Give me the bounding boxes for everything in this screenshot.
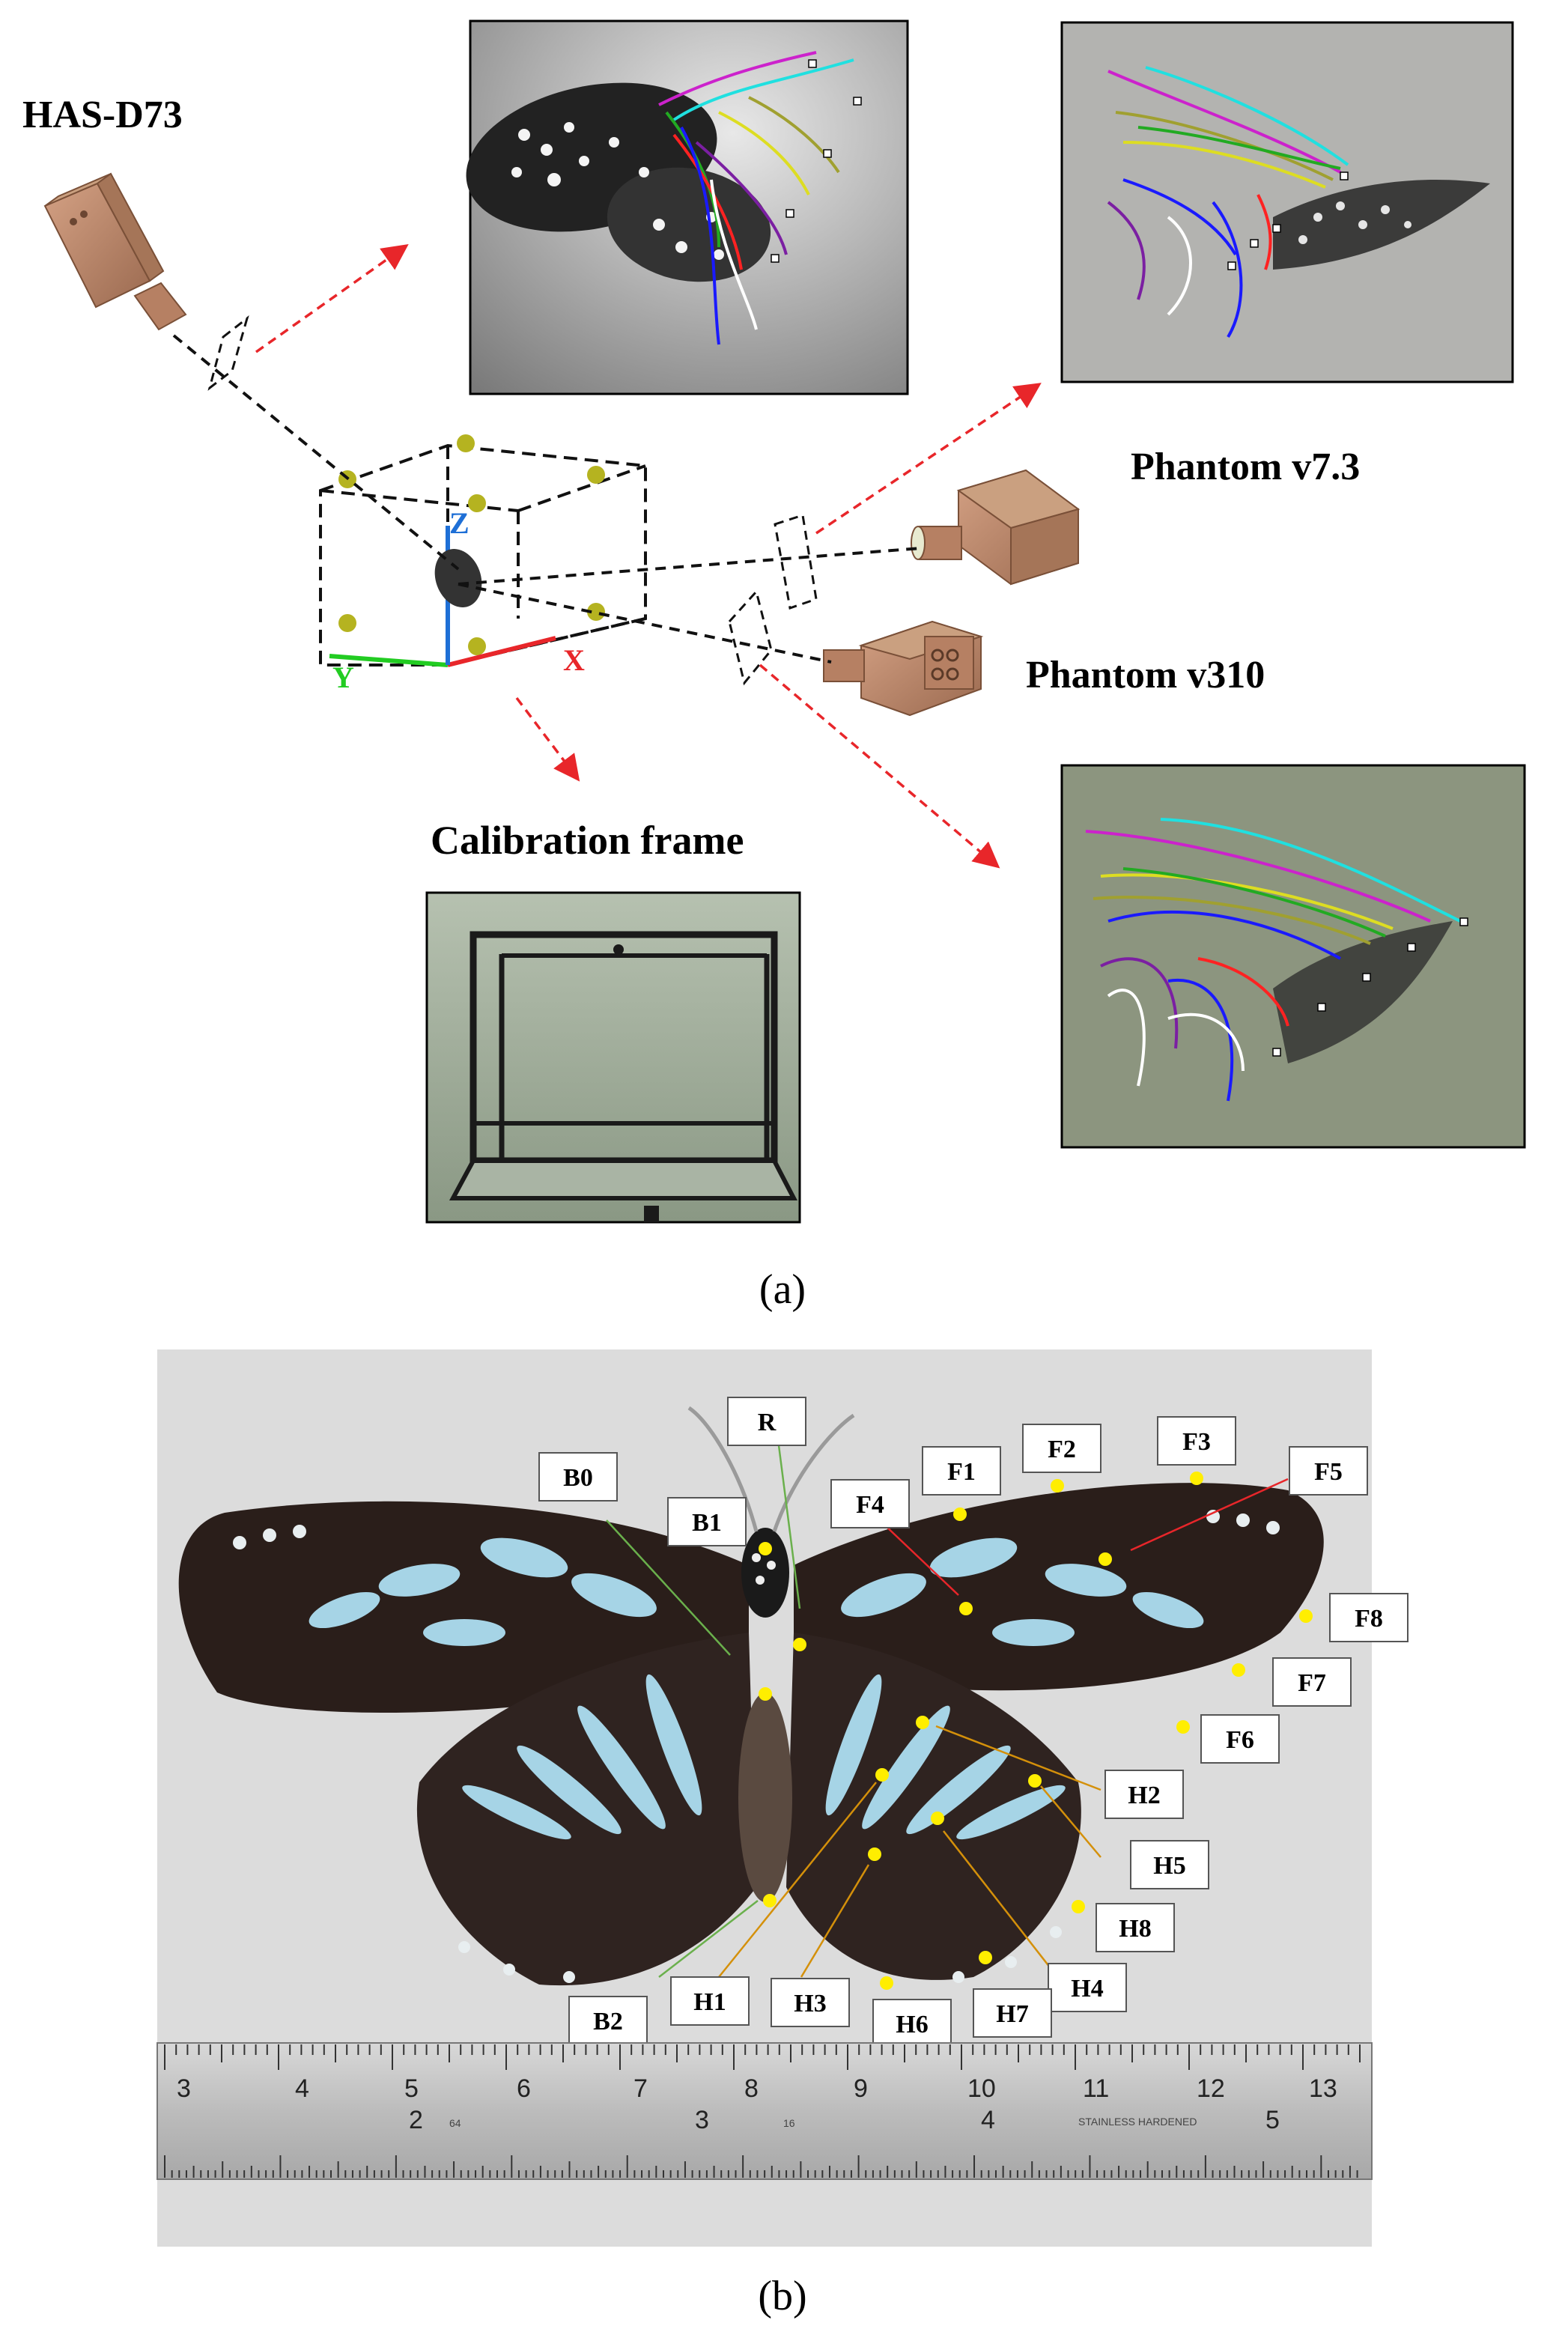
ruler-top-3: 3	[177, 2074, 191, 2103]
ruler-bottom-5: 5	[1265, 2106, 1280, 2134]
point-labels: R B0 B1 B2 F1 F2 F3 F4 F5 F6 F7 F8 H1 H2…	[538, 1397, 1409, 2048]
butterfly	[178, 1406, 1324, 1986]
label-b2: B2	[593, 2008, 623, 2035]
label-box-h4: H4	[1048, 1963, 1127, 2012]
label-f3: F3	[1182, 1428, 1211, 1456]
ruler-ticks	[164, 2044, 1361, 2178]
ruler-top-13: 13	[1309, 2074, 1337, 2103]
image-planes	[207, 315, 818, 686]
specimen-butterfly	[434, 549, 482, 607]
ruler-stainless: STAINLESS HARDENED	[1078, 2116, 1197, 2128]
panel-b: R B0 B1 B2 F1 F2 F3 F4 F5 F6 F7 F8 H1 H2…	[157, 1349, 1409, 2319]
label-box-f3: F3	[1157, 1416, 1236, 1466]
ruler-top-5: 5	[404, 2074, 419, 2103]
ruler-top-10: 10	[967, 2074, 996, 2103]
label-box-f2: F2	[1022, 1424, 1101, 1473]
label-h3: H3	[794, 1990, 826, 2017]
has-video-frame	[466, 19, 909, 395]
label-b0: B0	[563, 1464, 593, 1492]
ruler-bottom-2: 2	[409, 2106, 423, 2134]
ruler-bottom-labels: 2 3 4 5	[409, 2106, 1280, 2134]
label-box-h2: H2	[1104, 1770, 1184, 1819]
red-arrows	[255, 243, 1042, 869]
phantom-v73-video-frame	[1060, 21, 1514, 383]
caption-b: (b)	[758, 2273, 806, 2319]
label-h8: H8	[1119, 1915, 1151, 1943]
label-box-r: R	[727, 1397, 806, 1446]
calibration-marker-dots	[338, 434, 605, 655]
ruler-top-4: 4	[295, 2074, 309, 2103]
label-box-h5: H5	[1130, 1840, 1209, 1889]
ruler-mark-16: 16	[783, 2117, 795, 2129]
label-h5: H5	[1153, 1852, 1185, 1880]
camera-has-d73-icon	[43, 172, 187, 331]
label-box-h8: H8	[1096, 1903, 1175, 1952]
label-box-f8: F8	[1329, 1593, 1409, 1642]
label-box-h1: H1	[670, 1976, 750, 2026]
label-b1: B1	[692, 1509, 722, 1537]
ruler-top-11: 11	[1083, 2074, 1109, 2103]
axis-label-z: Z	[449, 506, 470, 540]
label-h1: H1	[693, 1988, 726, 2016]
label-f8: F8	[1355, 1605, 1383, 1633]
axis-y-line	[329, 654, 449, 667]
label-f6: F6	[1226, 1726, 1254, 1754]
label-f7: F7	[1298, 1669, 1326, 1697]
label-box-f7: F7	[1272, 1657, 1352, 1707]
ruler-bottom-3: 3	[695, 2106, 709, 2134]
ruler-top-7: 7	[633, 2074, 648, 2103]
label-box-h7: H7	[973, 1988, 1052, 2038]
label-phantom-v73: Phantom v7.3	[1131, 446, 1360, 488]
ruler-top-labels: 3 4 5 6 7 8 9 10 11 12 13	[177, 2074, 1337, 2103]
label-box-f5: F5	[1289, 1446, 1368, 1496]
ruler-top-8: 8	[744, 2074, 759, 2103]
camera-phantom-v310-icon	[823, 620, 984, 717]
label-box-h6: H6	[872, 1999, 952, 2048]
pointer-arrows	[606, 1445, 1289, 1985]
ruler: 3 4 5 6 7 8 9 10 11 12 13 2 3 4 5 64 16	[157, 2042, 1373, 2180]
label-h4: H4	[1071, 1975, 1103, 2003]
calibration-frame-photo	[425, 891, 801, 1224]
label-box-h3: H3	[771, 1978, 850, 2027]
label-box-b2: B2	[568, 1996, 648, 2045]
ruler-top-9: 9	[854, 2074, 868, 2103]
label-calibration-frame: Calibration frame	[431, 818, 744, 863]
tracking-points	[759, 1472, 1313, 1990]
label-h7: H7	[996, 2000, 1028, 2028]
ruler-top-12: 12	[1197, 2074, 1225, 2103]
ruler-bottom-4: 4	[981, 2106, 995, 2134]
camera-phantom-v73-icon	[911, 469, 1081, 586]
label-f1: F1	[947, 1458, 976, 1486]
label-r: R	[758, 1409, 777, 1436]
axis-label-x: X	[563, 643, 585, 677]
label-f4: F4	[856, 1491, 884, 1519]
panel-a: HAS-D73	[22, 19, 1526, 1313]
sight-lines	[172, 334, 922, 664]
label-box-f1: F1	[922, 1446, 1001, 1496]
label-box-f6: F6	[1200, 1714, 1280, 1764]
axis-x-line	[447, 636, 556, 667]
label-f5: F5	[1314, 1458, 1343, 1486]
label-box-b1: B1	[667, 1497, 747, 1546]
label-phantom-v310: Phantom v310	[1026, 654, 1265, 696]
label-has-d73: HAS-D73	[22, 94, 183, 136]
ruler-top-6: 6	[517, 2074, 531, 2103]
ruler-small-text: 64 16 STAINLESS HARDENED	[449, 2116, 1197, 2129]
label-h2: H2	[1128, 1782, 1160, 1809]
label-box-b0: B0	[538, 1452, 618, 1502]
axis-label-y: Y	[332, 661, 354, 694]
label-box-f4: F4	[830, 1479, 910, 1528]
ruler-mark-64: 64	[449, 2117, 461, 2129]
label-h6: H6	[896, 2011, 928, 2038]
caption-a: (a)	[759, 1266, 806, 1313]
label-f2: F2	[1048, 1436, 1076, 1463]
phantom-v310-video-frame	[1060, 764, 1526, 1149]
